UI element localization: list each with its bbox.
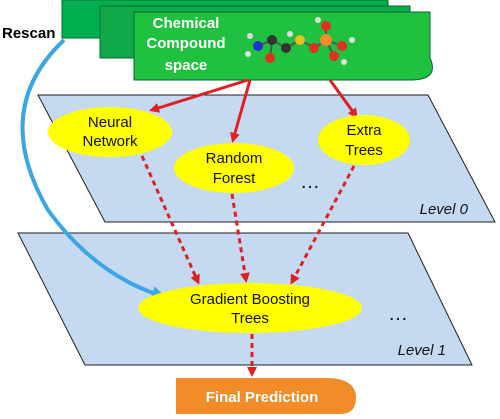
level1-ellipsis: … [388, 303, 408, 325]
arrow-random-forest-to-gbt [230, 193, 250, 283]
level1-label: Level 1 [398, 342, 446, 359]
chemical-space-label-line3: space [165, 57, 208, 74]
chemical-space-label-line2: Compound [146, 35, 225, 52]
final-prediction-label: Final Prediction [206, 389, 319, 406]
rescan-arrow [20, 38, 166, 300]
model-random-forest-line2: Forest [213, 170, 256, 187]
arrow-input-to-neural-network [149, 78, 249, 113]
model-neural-network-line1: Neural [88, 114, 132, 131]
model-neural-network [48, 107, 172, 157]
model-gbt-line1: Gradient Boosting [190, 291, 310, 308]
level0-label: Level 0 [420, 201, 469, 218]
model-neural-network-line2: Network [82, 133, 138, 150]
arrow-input-to-extra-trees [328, 79, 358, 119]
molecule-icon [245, 17, 355, 65]
model-random-forest [174, 143, 294, 193]
model-extra-trees-line1: Extra [346, 122, 382, 139]
model-gbt-line2: Trees [231, 310, 269, 327]
model-extra-trees [318, 115, 410, 165]
arrow-extra-trees-to-gbt [290, 165, 356, 285]
arrow-input-to-random-forest [230, 79, 252, 143]
rescan-label: Rescan [2, 25, 55, 42]
final-prediction-banner [176, 378, 356, 414]
level0-ellipsis: … [300, 171, 320, 193]
arrow-neural-network-to-gbt [140, 155, 200, 285]
model-gradient-boosting-trees [138, 283, 362, 333]
model-extra-trees-line2: Trees [345, 142, 383, 159]
model-random-forest-line1: Random [206, 150, 263, 167]
chemical-space-label-line1: Chemical [153, 15, 220, 32]
